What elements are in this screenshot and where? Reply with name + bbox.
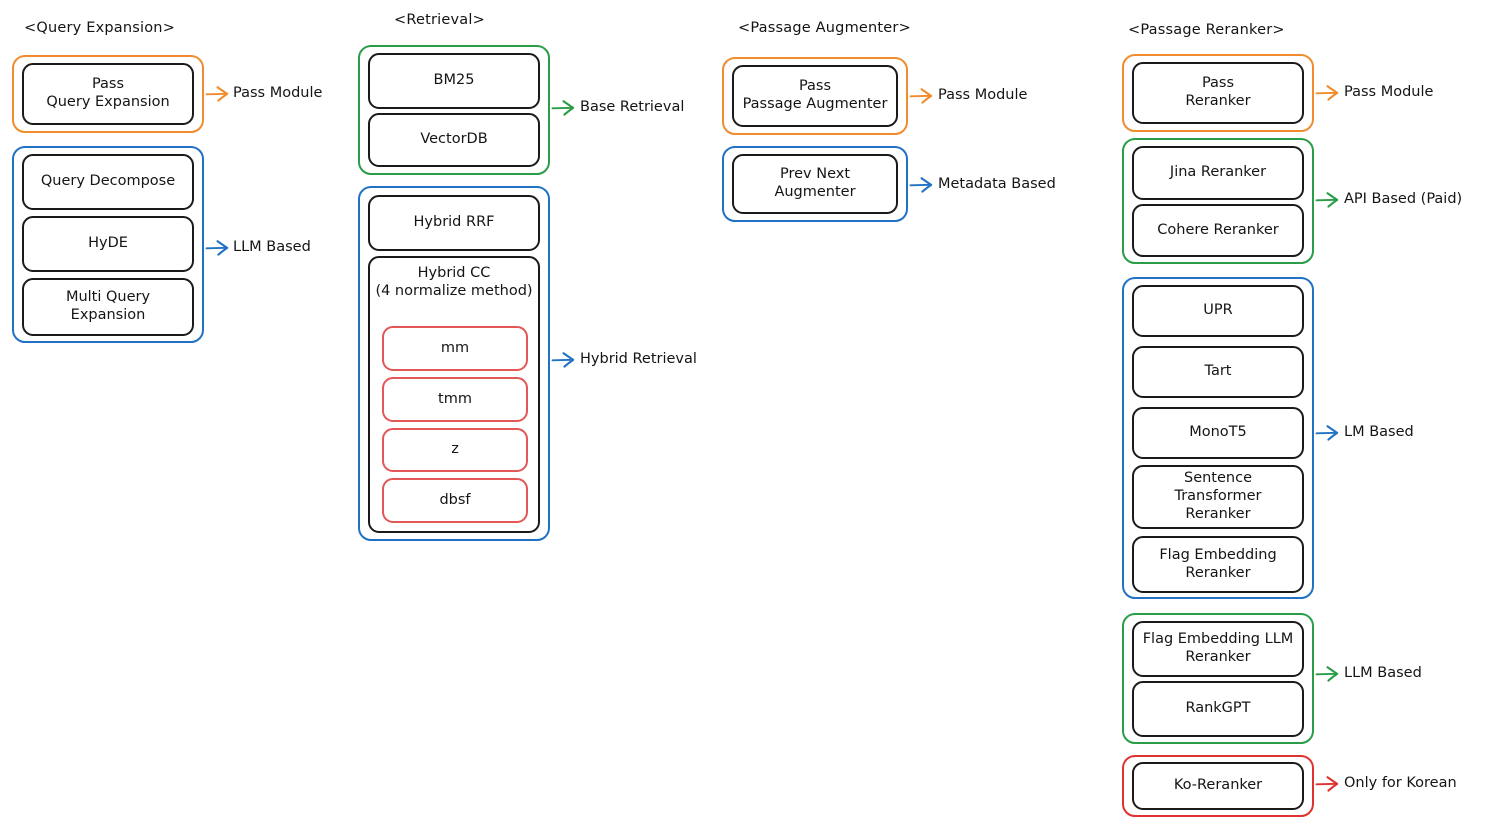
arrow-pr-pass-icon (1315, 83, 1342, 103)
arrow-label-pr-llm: LLM Based (1344, 665, 1422, 681)
node-pr-llm-0[interactable]: Flag Embedding LLM Reranker (1132, 621, 1304, 677)
arrow-label-qe-pass: Pass Module (233, 85, 323, 101)
group-pr-api (1122, 138, 1314, 264)
arrow-pa-pass-icon (909, 86, 936, 106)
node-qe-llm-0[interactable]: Query Decompose (22, 154, 194, 210)
group-ret-hybrid (358, 186, 550, 541)
group-pa-pass (722, 57, 908, 135)
group-qe-pass (12, 55, 204, 133)
group-pr-pass (1122, 54, 1314, 132)
arrow-label-pa-pass: Pass Module (938, 87, 1028, 103)
arrow-qe-llm-icon (205, 238, 232, 258)
group-qe-llm (12, 146, 204, 343)
arrow-label-qe-llm: LLM Based (233, 239, 311, 255)
node-ret-hybrid-1-child-0[interactable]: mm (382, 326, 528, 371)
arrow-label-ret-base: Base Retrieval (580, 99, 685, 115)
node-pr-pass-0[interactable]: Pass Reranker (1132, 62, 1304, 124)
arrow-qe-pass-icon (205, 84, 232, 104)
group-pa-meta (722, 146, 908, 222)
node-ret-hybrid-0[interactable]: Hybrid RRF (368, 195, 540, 251)
arrow-label-pr-pass: Pass Module (1344, 84, 1434, 100)
node-qe-llm-1[interactable]: HyDE (22, 216, 194, 272)
arrow-pr-api-icon (1315, 190, 1342, 210)
node-pr-lm-2[interactable]: MonoT5 (1132, 407, 1304, 459)
column-title-passage-reranker: <Passage Reranker> (1128, 22, 1285, 38)
node-pr-lm-0[interactable]: UPR (1132, 285, 1304, 337)
group-pr-lm (1122, 277, 1314, 599)
arrow-label-ret-hybrid: Hybrid Retrieval (580, 351, 697, 367)
arrow-ret-base-icon (551, 98, 578, 118)
node-pr-lm-4[interactable]: Flag Embedding Reranker (1132, 536, 1304, 593)
group-pr-llm (1122, 613, 1314, 744)
node-ret-base-0[interactable]: BM25 (368, 53, 540, 109)
arrow-pr-lm-icon (1315, 423, 1342, 443)
node-pr-llm-1[interactable]: RankGPT (1132, 681, 1304, 737)
node-ret-hybrid-1-child-1[interactable]: tmm (382, 377, 528, 422)
column-title-passage-augmenter: <Passage Augmenter> (738, 20, 911, 36)
node-pr-lm-1[interactable]: Tart (1132, 346, 1304, 398)
arrow-ret-hybrid-icon (551, 350, 578, 370)
node-pr-api-1[interactable]: Cohere Reranker (1132, 204, 1304, 257)
column-title-query-expansion: <Query Expansion> (24, 20, 176, 36)
arrow-pr-llm-icon (1315, 664, 1342, 684)
node-pr-lm-3[interactable]: Sentence Transformer Reranker (1132, 465, 1304, 529)
node-ret-hybrid-1-child-3[interactable]: dbsf (382, 478, 528, 523)
node-qe-pass-0[interactable]: Pass Query Expansion (22, 63, 194, 125)
group-ret-base (358, 45, 550, 175)
node-pa-meta-0[interactable]: Prev Next Augmenter (732, 154, 898, 214)
arrow-pr-ko-icon (1315, 774, 1342, 794)
arrow-label-pr-api: API Based (Paid) (1344, 191, 1463, 207)
node-ret-hybrid-1-child-2[interactable]: z (382, 428, 528, 472)
node-pr-ko-0[interactable]: Ko-Reranker (1132, 762, 1304, 810)
node-qe-llm-2[interactable]: Multi Query Expansion (22, 278, 194, 336)
group-pr-ko (1122, 755, 1314, 817)
arrow-label-pr-lm: LM Based (1344, 424, 1414, 440)
arrow-label-pa-meta: Metadata Based (938, 176, 1056, 192)
node-ret-base-1[interactable]: VectorDB (368, 113, 540, 167)
node-label: Hybrid CC (4 normalize method) (375, 265, 533, 299)
column-title-retrieval: <Retrieval> (394, 12, 485, 28)
node-pa-pass-0[interactable]: Pass Passage Augmenter (732, 65, 898, 127)
node-pr-api-0[interactable]: Jina Reranker (1132, 146, 1304, 200)
arrow-label-pr-ko: Only for Korean (1344, 775, 1457, 791)
arrow-pa-meta-icon (909, 175, 936, 195)
